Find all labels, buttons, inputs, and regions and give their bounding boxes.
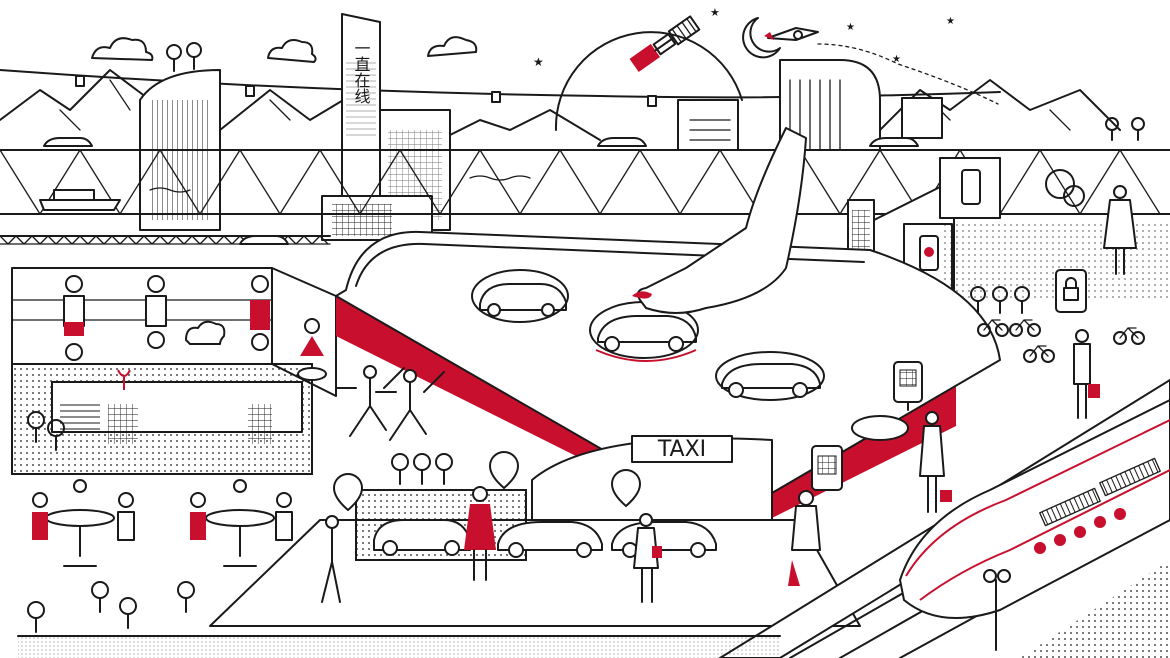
tree-icon (391, 453, 409, 485)
location-pin-icon (489, 451, 519, 489)
tower-sign: 一直在线 (352, 40, 371, 104)
train-area (719, 379, 1170, 658)
tree-icon (1131, 117, 1145, 141)
dining-area (32, 479, 293, 567)
bicycles (977, 319, 1145, 363)
qr-code-icon (811, 445, 843, 491)
tree-icon (47, 419, 65, 451)
stars: ★ ★ ★ ★ ★ (533, 6, 955, 69)
robot-waiter (297, 318, 327, 381)
robot-chef (63, 275, 85, 361)
person (788, 490, 821, 586)
ground (18, 636, 780, 658)
qr-code-icon (893, 361, 923, 411)
svg-text:★: ★ (710, 6, 720, 19)
qr-kiosks (811, 269, 1087, 491)
dining-table (32, 479, 135, 567)
tree-icon (186, 42, 202, 70)
robot-chef (145, 275, 167, 349)
svg-text:★: ★ (892, 54, 901, 65)
taxi-area: TAXI (209, 435, 861, 627)
dining-table (190, 479, 293, 567)
car (373, 519, 471, 556)
location-pin-icon (333, 473, 363, 511)
tablet-platform (335, 127, 1001, 536)
tree-icon (992, 286, 1008, 314)
satellite-icon (629, 15, 701, 72)
trees (27, 42, 1145, 633)
svg-text:★: ★ (533, 55, 544, 69)
taxi-sign-box (631, 435, 733, 463)
cloud-icon (267, 39, 317, 63)
bicycle-icon (1009, 319, 1041, 337)
taxi-sign: TAXI (657, 437, 706, 462)
tree-icon (970, 286, 986, 314)
robot-chef (250, 275, 270, 351)
bicycle-icon (1023, 345, 1055, 363)
tree-icon (1105, 117, 1119, 141)
tree-icon (119, 597, 137, 629)
tree-icon (27, 411, 45, 443)
person (321, 515, 341, 603)
bicycle-icon (977, 319, 1009, 337)
person (464, 486, 496, 581)
cloud-icon (427, 36, 478, 57)
car (715, 351, 825, 401)
moon-icon (742, 17, 781, 59)
person (1103, 185, 1137, 275)
tree-icon (435, 453, 453, 485)
svg-text:★: ★ (846, 22, 855, 33)
bicycle-icon (1113, 327, 1145, 345)
person (919, 411, 952, 513)
tree-icon (1014, 286, 1030, 314)
restaurant (11, 267, 337, 475)
skyline-buildings: 一直在线 (0, 13, 1170, 245)
tree-icon (166, 44, 182, 72)
pointing-hand (632, 127, 807, 314)
car (497, 521, 603, 558)
person (1073, 329, 1100, 419)
right-people (919, 185, 1137, 513)
yoga-figures (335, 365, 445, 441)
svg-text:★: ★ (946, 16, 955, 27)
person (633, 513, 662, 603)
sky: ★ ★ ★ ★ ★ (91, 6, 999, 131)
cloud-icon (91, 37, 154, 61)
tree-icon (177, 581, 195, 613)
tree-icon (27, 601, 45, 633)
phone-icon (961, 169, 981, 205)
tree-icon (413, 453, 431, 485)
tree-icon (91, 581, 109, 613)
lock-icon (1055, 269, 1087, 313)
location-pin-icon (611, 469, 641, 507)
car (471, 269, 569, 323)
